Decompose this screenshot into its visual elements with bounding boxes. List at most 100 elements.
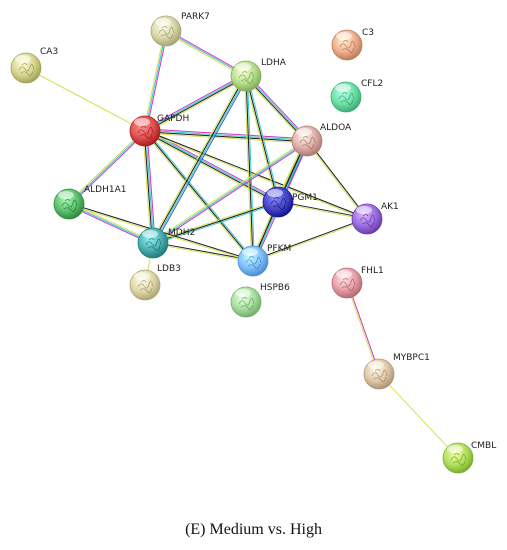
edge-strand-textmining	[144, 131, 367, 221]
protein-structure-icon	[270, 197, 287, 210]
node-aldoa[interactable]: ALDOA	[291, 123, 352, 157]
edge-strand-database	[68, 130, 146, 205]
protein-structure-icon	[238, 71, 255, 84]
node-cfl2[interactable]: CFL2	[330, 79, 383, 113]
protein-structure-icon	[245, 256, 262, 269]
edge-strand-experimental	[347, 282, 381, 374]
edge-strand-textmining	[143, 30, 166, 131]
edge-strand-coexpression	[145, 76, 247, 133]
sphere-highlight	[356, 206, 372, 214]
node-ldha[interactable]: LDHA	[230, 58, 287, 92]
edge-strand-textmining	[152, 243, 253, 263]
edge-strand-textmining	[67, 129, 145, 204]
node-c3[interactable]: C3	[331, 28, 374, 61]
edge-strand-coexpression	[144, 130, 254, 262]
edge-strand-database	[153, 76, 248, 244]
edge-ldha-pgm1	[244, 75, 280, 203]
sphere-highlight	[134, 118, 150, 126]
edge-mybpc1-cmbl	[378, 373, 459, 459]
node-label: PGM1	[292, 193, 318, 203]
node-gapdh[interactable]: GAPDH	[129, 114, 189, 147]
sphere-highlight	[336, 32, 352, 40]
node-ak1[interactable]: AK1	[351, 202, 399, 235]
edge-ldha-mdh2	[150, 74, 249, 245]
edge-strand-coexpression	[252, 217, 367, 261]
protein-structure-icon	[137, 126, 154, 139]
edge-ca3-gapdh	[25, 67, 146, 132]
edge-strand-experimental	[69, 131, 147, 206]
node-pfkm[interactable]: PFKM	[237, 244, 291, 277]
node-aldh1a1[interactable]: ALDH1A1	[53, 185, 126, 220]
edge-strand-textmining	[306, 141, 367, 220]
edge-strand-textmining	[151, 139, 307, 243]
node-hspb6[interactable]: HSPB6	[230, 283, 290, 318]
edge-strand-textmining	[253, 219, 368, 263]
edge-strand-database	[246, 75, 280, 202]
sphere-highlight	[235, 289, 251, 297]
sphere-highlight	[134, 272, 150, 280]
node-label: GAPDH	[157, 114, 189, 124]
protein-structure-icon	[371, 369, 388, 382]
edge-gapdh-pgm1	[143, 128, 280, 205]
node-mdh2[interactable]: MDH2	[137, 227, 195, 259]
edge-strand-database	[68, 203, 154, 244]
protein-structure-icon	[158, 26, 175, 39]
edge-strand-experimental	[146, 130, 156, 243]
edge-strand-experimental	[153, 141, 309, 245]
node-label: PFKM	[267, 244, 291, 254]
edge-strand-textmining	[345, 283, 379, 375]
edge-gapdh-mdh2	[142, 130, 156, 244]
protein-structure-icon	[299, 136, 316, 149]
protein-structure-icon	[18, 63, 35, 76]
edge-strand-textmining	[145, 77, 248, 134]
node-label: PARK7	[181, 12, 210, 22]
protein-structure-icon	[61, 199, 78, 212]
edge-strand-textmining	[144, 132, 307, 144]
edge-ldha-pfkm	[244, 75, 255, 262]
edge-strand-textmining	[378, 373, 459, 459]
sphere-highlight	[296, 128, 312, 136]
edge-strand-coexpression	[143, 131, 153, 244]
edge-strand-experimental	[145, 31, 168, 132]
node-ca3[interactable]: CA3	[10, 47, 58, 84]
edge-strand-database	[246, 75, 255, 261]
edge-aldoa-mdh2	[151, 139, 309, 245]
edge-strand-textmining	[143, 132, 278, 205]
node-label: LDHA	[261, 58, 287, 68]
edge-strand-coexpression	[144, 131, 307, 143]
edge-strand-coexpression	[153, 241, 254, 261]
edge-strand-coexpression	[245, 75, 254, 262]
edge-park7-gapdh	[143, 30, 168, 132]
sphere-highlight	[368, 361, 384, 369]
edge-strand-neighborhood	[154, 76, 249, 245]
node-label: C3	[362, 28, 374, 38]
node-ldb3[interactable]: LDB3	[129, 264, 181, 301]
sphere-highlight	[235, 63, 251, 71]
edge-strand-database	[145, 129, 279, 202]
edge-gapdh-aldoa	[144, 128, 308, 144]
node-pgm1[interactable]: PGM1	[262, 186, 318, 218]
edge-strand-textmining	[244, 76, 253, 262]
sphere-highlight	[336, 270, 352, 278]
edge-strand-textmining	[25, 67, 146, 132]
edge-strand-textmining	[143, 131, 253, 263]
node-cmbl[interactable]: CMBL	[442, 441, 496, 474]
edge-strand-experimental	[143, 73, 246, 130]
edge-strand-database	[144, 74, 246, 131]
protein-structure-icon	[450, 453, 467, 466]
node-fhl1[interactable]: FHL1	[331, 266, 384, 299]
node-park7[interactable]: PARK7	[150, 12, 210, 47]
edge-strand-coexpression	[245, 75, 279, 203]
edge-gapdh-aldh1a1	[67, 129, 147, 206]
protein-structure-icon	[137, 280, 154, 293]
node-mybpc1[interactable]: MYBPC1	[363, 353, 430, 390]
figure-caption: (E) Medium vs. High	[185, 521, 322, 538]
edge-strand-database	[145, 129, 308, 141]
node-label: LDB3	[157, 264, 181, 274]
sphere-highlight	[15, 55, 31, 63]
edge-gapdh-pfkm	[143, 129, 255, 263]
node-label: ALDH1A1	[84, 185, 126, 195]
sphere-highlight	[242, 248, 258, 256]
